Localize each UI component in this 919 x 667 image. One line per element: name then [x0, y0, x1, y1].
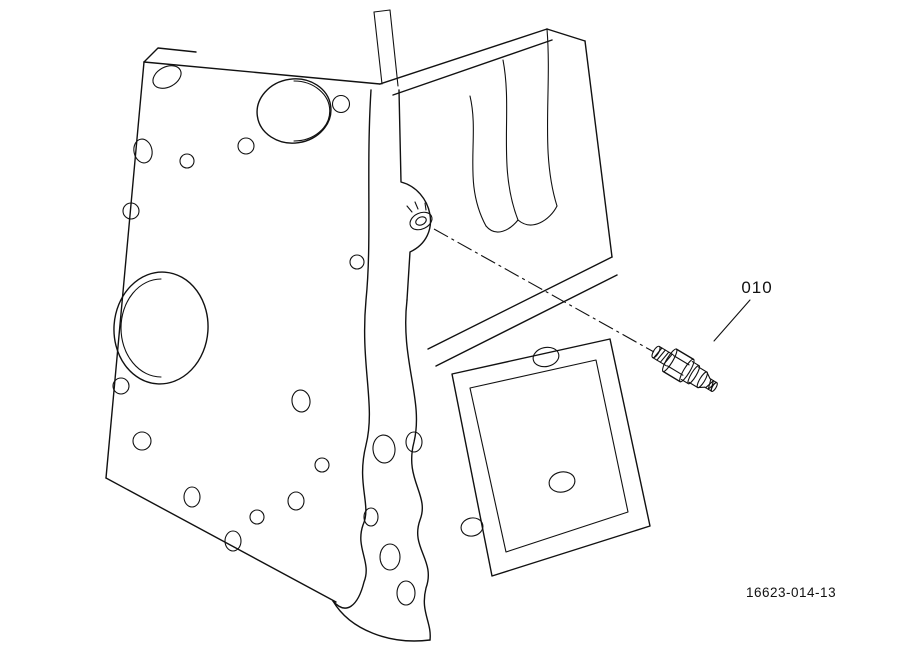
front-face-holes: [112, 65, 423, 606]
block-top-edges: [379, 28, 618, 367]
drawing-number: 16623-014-13: [746, 585, 836, 600]
side-plate: [451, 338, 651, 577]
tapped-hole: [406, 201, 433, 231]
oil-pressure-switch: [651, 345, 718, 392]
block-upper-contours: [373, 9, 558, 233]
centerline-to-switch: [433, 228, 655, 353]
engine-block-drawing: [105, 9, 651, 642]
callout-leader-line: [713, 299, 751, 342]
callout-010-label: 010: [741, 278, 772, 297]
front-bracket: [332, 89, 432, 642]
block-outline: [105, 47, 381, 603]
